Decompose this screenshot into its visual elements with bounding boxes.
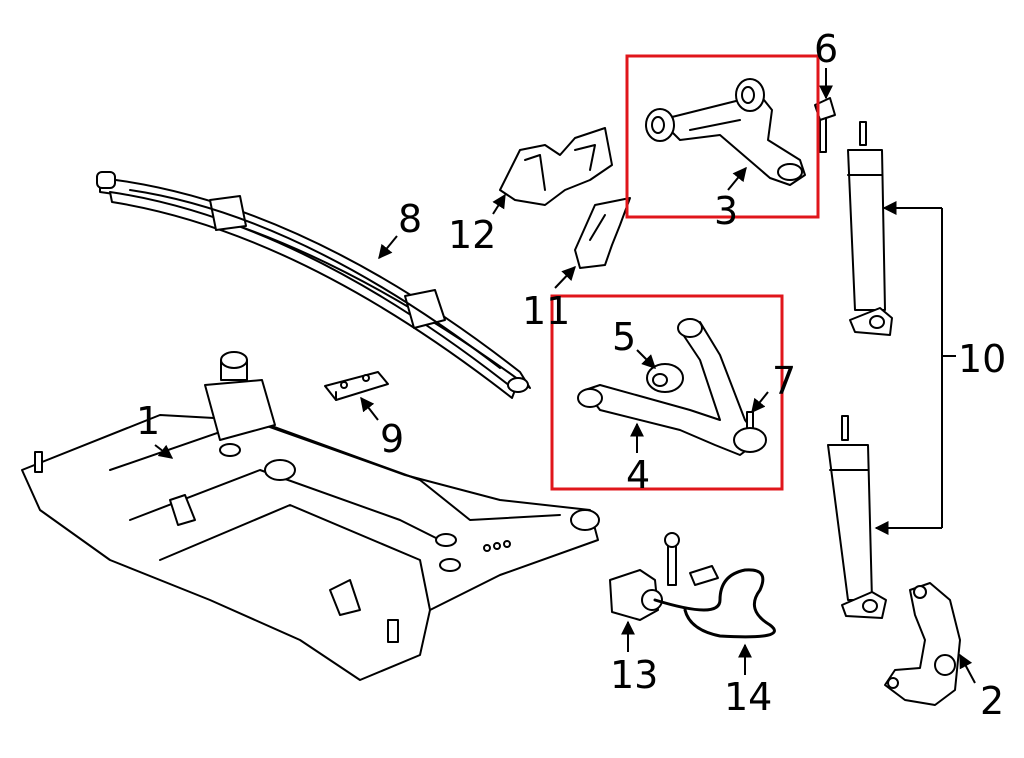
- wiring-harness-icon: [655, 566, 774, 637]
- callout-11: 11: [522, 289, 571, 333]
- callout-12: 12: [448, 213, 497, 257]
- callout-9: 9: [380, 417, 405, 461]
- ball-joint-icon: [734, 412, 766, 452]
- steering-knuckle-icon: [885, 583, 960, 705]
- highlight-box-upper-arm: [625, 54, 820, 219]
- callout-6: 6: [814, 27, 839, 71]
- shock-absorber-icon: [848, 122, 892, 335]
- callout-8: 8: [398, 197, 423, 241]
- callout-10: 10: [958, 337, 1007, 381]
- shield-icon: [575, 198, 630, 268]
- bracket-icon: [325, 372, 388, 400]
- callout-2: 2: [980, 679, 1005, 723]
- callout-14: 14: [724, 675, 773, 719]
- callout-1: 1: [136, 399, 161, 443]
- bushing-icon: [647, 364, 683, 392]
- lower-control-arm-icon: [578, 319, 760, 455]
- upper-control-arm-icon: [646, 79, 805, 185]
- leaf-spring-icon: [97, 172, 530, 398]
- callout-13: 13: [610, 653, 659, 697]
- highlight-box-lower-arm: [550, 294, 784, 491]
- shock-absorber-icon: [828, 416, 886, 618]
- crossmember-icon: [22, 352, 599, 680]
- height-sensor-icon: [610, 533, 679, 620]
- callout-4: 4: [626, 453, 651, 497]
- callout-3: 3: [714, 189, 739, 233]
- callout-5: 5: [612, 315, 637, 359]
- shield-icon: [500, 128, 612, 205]
- leader-lines: [154, 68, 976, 684]
- highlight-boxes: [550, 54, 820, 491]
- callout-7: 7: [772, 359, 797, 403]
